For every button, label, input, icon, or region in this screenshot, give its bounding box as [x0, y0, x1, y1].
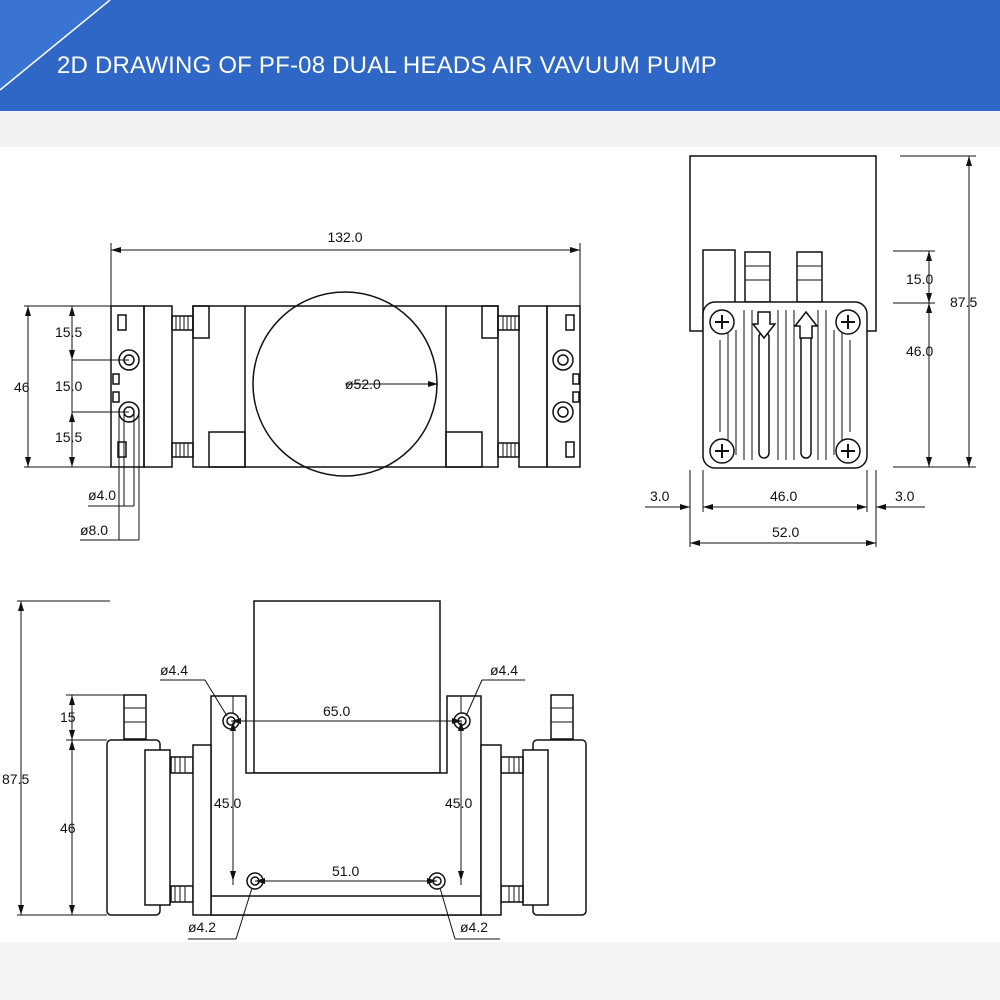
- dim-side-head-width: 46.0: [770, 488, 797, 504]
- dim-side-nozzle: 15.0: [906, 271, 933, 287]
- dim-diaphragm: ø52.0: [345, 376, 381, 392]
- dim-side-margin-left: 3.0: [650, 488, 670, 504]
- dim-hole-bottom-left: ø4.2: [188, 919, 216, 935]
- dim-hole-top-left: ø4.4: [160, 662, 188, 678]
- arrow-up-icon: [793, 310, 819, 339]
- dim-front-bottom-spacing: 51.0: [332, 863, 359, 879]
- motor-frame-right: [445, 305, 499, 468]
- motor-frame-left: [192, 305, 246, 468]
- top-band: [0, 111, 1000, 147]
- dim-front-top-spacing: 65.0: [323, 703, 350, 719]
- side-view: 87.5 15.0 46.0 3.0 46.0 3.0 52.0: [645, 155, 977, 547]
- dim-spacing-bottom: 15.5: [55, 429, 82, 445]
- dim-hole-bottom-right: ø4.2: [460, 919, 488, 935]
- motor-block: [253, 600, 441, 774]
- dim-spacing-mid: 15.0: [55, 378, 82, 394]
- dim-port-outer: ø8.0: [80, 522, 108, 538]
- top-view: 132.0 ø52.0: [14, 229, 581, 541]
- header-banner: 2D DRAWING OF PF-08 DUAL HEADS AIR VAVUU…: [0, 0, 1000, 111]
- front-view: 65.0 51.0 45.0 45.0 ø4.4 ø4.4 ø4.2 ø4.2: [2, 600, 587, 940]
- dim-side-margin-right: 3.0: [895, 488, 915, 504]
- technical-drawing: 132.0 ø52.0: [0, 147, 1000, 942]
- dim-overall-width: 132.0: [327, 229, 362, 245]
- dim-front-head-height: 46: [60, 820, 76, 836]
- dim-front-nozzle: 15: [60, 709, 76, 725]
- dim-top-height: 46: [14, 379, 30, 395]
- dim-front-right-vertical: 45.0: [445, 795, 472, 811]
- dim-side-total-width: 52.0: [772, 524, 799, 540]
- right-head: [546, 305, 581, 468]
- dim-spacing-top: 15.5: [55, 324, 82, 340]
- dim-side-head-height: 46.0: [906, 343, 933, 359]
- dim-port-inner: ø4.0: [88, 487, 116, 503]
- page-title: 2D DRAWING OF PF-08 DUAL HEADS AIR VAVUU…: [57, 52, 717, 79]
- dim-hole-top-right: ø4.4: [490, 662, 518, 678]
- arrow-down-icon: [751, 311, 777, 340]
- dim-side-total-height: 87.5: [950, 294, 977, 310]
- header-decoration: [0, 0, 111, 91]
- dim-front-left-vertical: 45.0: [214, 795, 241, 811]
- dim-front-total-height: 87.5: [2, 771, 29, 787]
- bottom-band: [0, 942, 1000, 1000]
